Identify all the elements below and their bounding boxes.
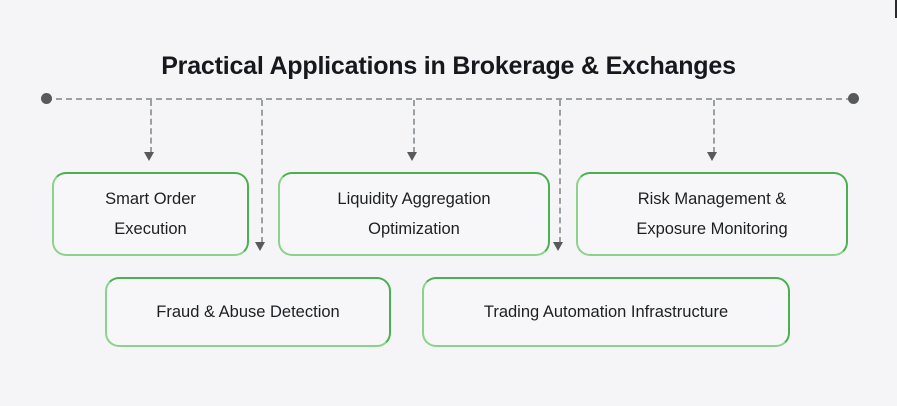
connector-to-risk-management-exposure-monitoring xyxy=(713,100,715,153)
connector-to-trading-automation-infrastructure xyxy=(559,100,561,243)
page-edge-artifact xyxy=(895,0,897,18)
card-label: Trading Automation Infrastructure xyxy=(483,303,729,321)
card-smart-order-execution[interactable]: Smart Order Execution xyxy=(52,172,249,256)
card-trading-automation-infrastructure[interactable]: Trading Automation Infrastructure xyxy=(422,277,790,347)
connector-to-smart-order-execution xyxy=(150,100,152,153)
arrow-down-icon-liquidity-aggregation-optimization xyxy=(407,152,417,161)
card-label: Risk Management & Exposure Monitoring xyxy=(636,190,788,238)
card-label: Liquidity Aggregation Optimization xyxy=(337,190,491,238)
spine-dot-left-icon xyxy=(41,93,52,104)
card-liquidity-aggregation-optimization[interactable]: Liquidity Aggregation Optimization xyxy=(278,172,550,256)
card-label: Smart Order Execution xyxy=(105,190,196,238)
horizontal-dashed-spine xyxy=(46,98,852,100)
arrow-down-icon-trading-automation-infrastructure xyxy=(553,242,563,251)
card-fraud-abuse-detection[interactable]: Fraud & Abuse Detection xyxy=(105,277,391,347)
arrow-down-icon-risk-management-exposure-monitoring xyxy=(707,152,717,161)
spine-dot-right-icon xyxy=(848,93,859,104)
card-label: Fraud & Abuse Detection xyxy=(156,303,340,321)
arrow-down-icon-smart-order-execution xyxy=(144,152,154,161)
page-title: Practical Applications in Brokerage & Ex… xyxy=(161,52,736,80)
connector-to-fraud-abuse-detection xyxy=(261,100,263,243)
connector-to-liquidity-aggregation-optimization xyxy=(413,100,415,153)
arrow-down-icon-fraud-abuse-detection xyxy=(255,242,265,251)
card-risk-management-exposure-monitoring[interactable]: Risk Management & Exposure Monitoring xyxy=(576,172,848,256)
